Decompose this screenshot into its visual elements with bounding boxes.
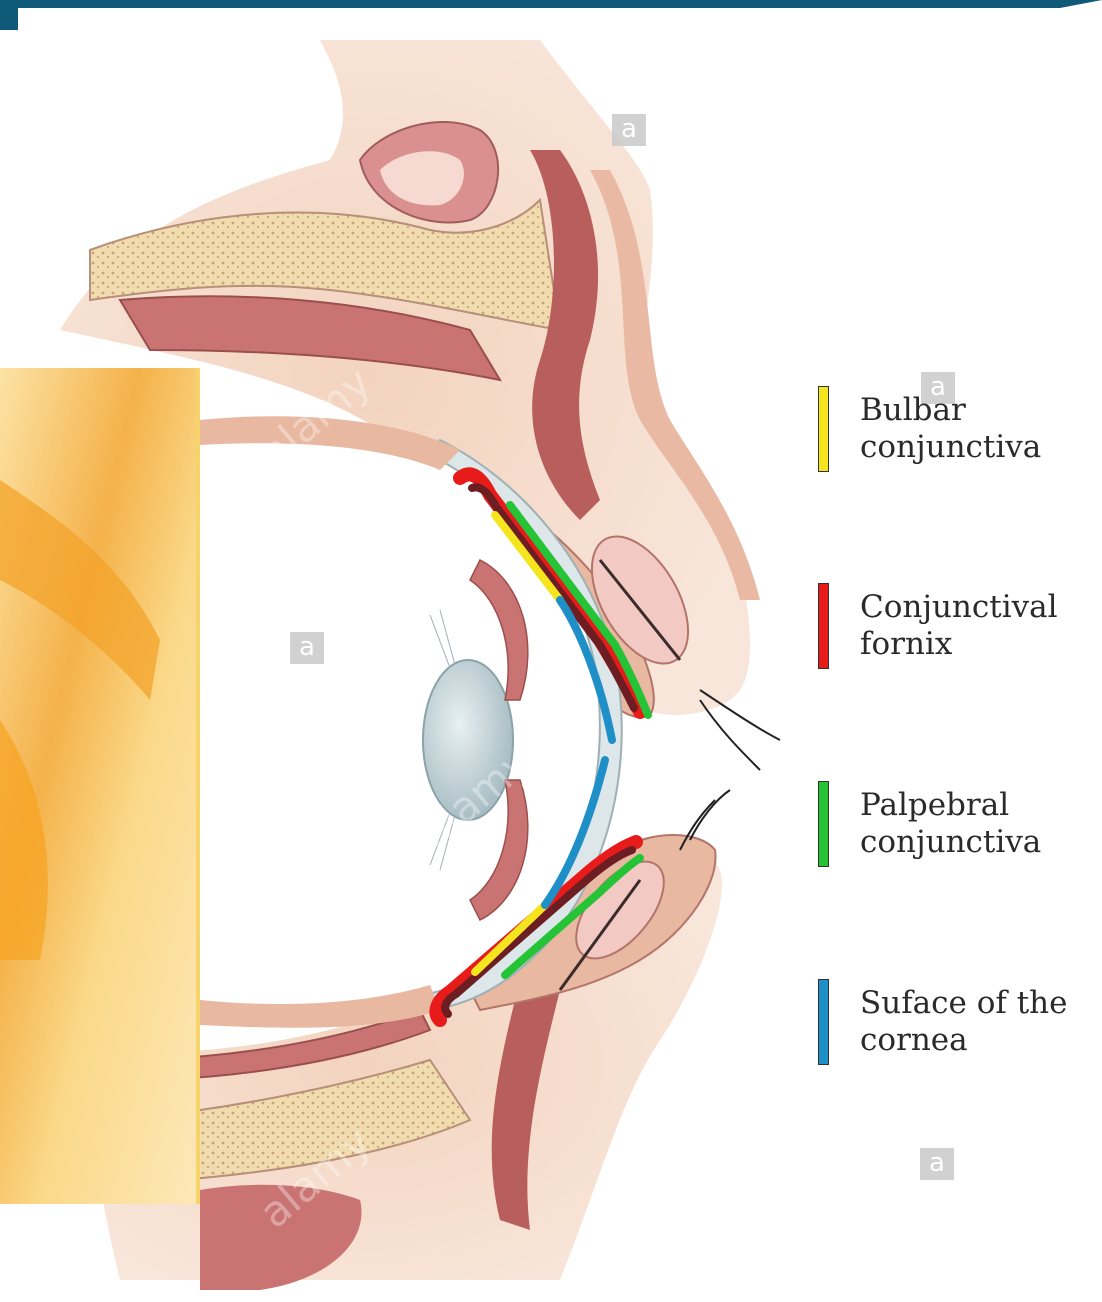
legend-label-line: Conjunctival xyxy=(860,589,1058,626)
legend-label: Suface of the cornea xyxy=(860,985,1067,1059)
legend-label-line: Bulbar xyxy=(860,392,1041,429)
legend-label: Palpebral conjunctiva xyxy=(860,787,1041,861)
watermark-badge: a xyxy=(920,1148,954,1180)
legend-label-line: Palpebral xyxy=(860,787,1041,824)
legend-label: Conjunctival fornix xyxy=(860,589,1058,663)
legend-swatch-red xyxy=(818,583,829,669)
legend-label-line: Suface of the xyxy=(860,985,1067,1022)
watermark-badge: a xyxy=(290,632,324,664)
legend-swatch-green xyxy=(818,781,829,867)
watermark-badge: a xyxy=(612,114,646,146)
legend-swatch-blue xyxy=(818,979,829,1065)
legend-label-line: cornea xyxy=(860,1022,1067,1059)
legend-swatch-yellow xyxy=(818,386,829,472)
legend-label-line: conjunctiva xyxy=(860,429,1041,466)
legend-label: Bulbar conjunctiva xyxy=(860,392,1041,466)
legend-label-line: fornix xyxy=(860,626,1058,663)
legend-label-line: conjunctiva xyxy=(860,824,1041,861)
